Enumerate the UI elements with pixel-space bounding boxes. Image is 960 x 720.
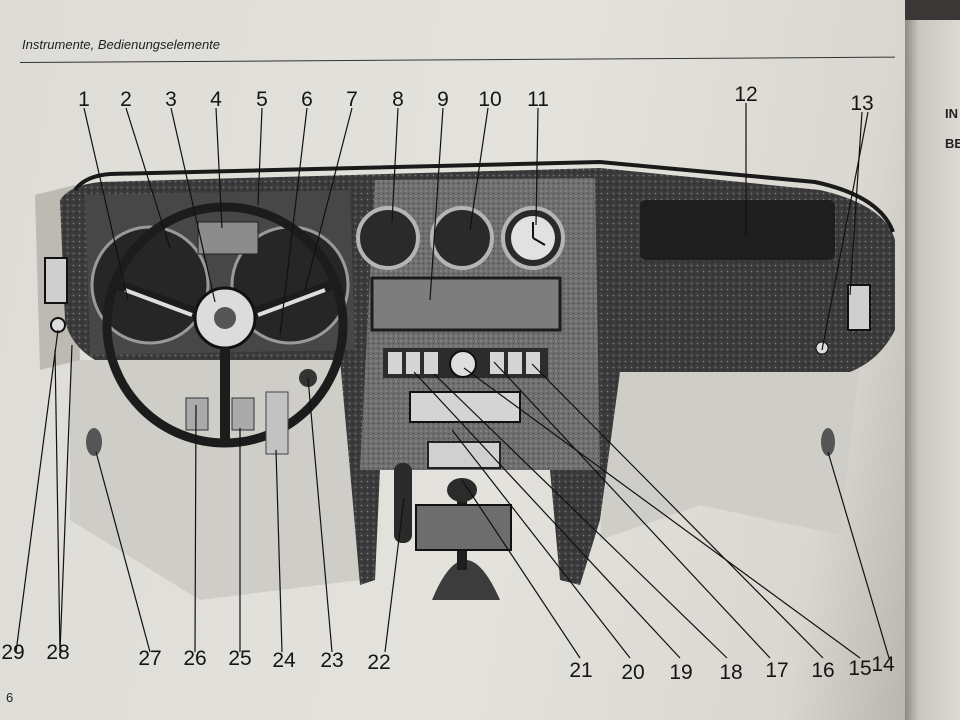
callout-24: 24 bbox=[272, 649, 296, 672]
steering-spokes bbox=[116, 280, 334, 440]
callout-23: 23 bbox=[320, 649, 343, 672]
callout-2: 2 bbox=[120, 88, 132, 111]
gauge-10 bbox=[430, 206, 494, 270]
warning-lights-panel bbox=[197, 221, 259, 255]
dashboard-top-edge bbox=[73, 159, 895, 233]
cigarette-lighter bbox=[449, 350, 477, 378]
callout-20: 20 bbox=[621, 661, 644, 684]
callout-numbers: 1 2 3 4 5 6 7 8 9 10 11 12 13 14 15 16 1… bbox=[1, 83, 895, 684]
hood-release-left bbox=[86, 428, 102, 456]
footwell-right bbox=[600, 360, 860, 540]
callout-13: 13 bbox=[850, 92, 873, 115]
callout-14: 14 bbox=[871, 653, 895, 676]
accelerator-pedal bbox=[265, 391, 289, 455]
callout-10: 10 bbox=[478, 88, 501, 111]
air-vent-left bbox=[44, 257, 68, 304]
leader-lines bbox=[15, 103, 890, 659]
speedometer-left bbox=[90, 225, 210, 345]
next-page-edge: IN BE bbox=[905, 20, 960, 720]
callout-22: 22 bbox=[367, 651, 390, 674]
gear-knob bbox=[447, 478, 477, 502]
callout-16: 16 bbox=[811, 659, 834, 682]
callout-25: 25 bbox=[228, 647, 251, 670]
callout-9: 9 bbox=[437, 88, 449, 111]
callout-27: 27 bbox=[138, 647, 161, 670]
next-page-heading-line1: IN bbox=[945, 106, 958, 121]
clutch-pedal bbox=[185, 397, 209, 431]
clock-hands bbox=[532, 222, 546, 246]
callout-5: 5 bbox=[256, 88, 268, 111]
callout-3: 3 bbox=[165, 88, 177, 111]
callout-19: 19 bbox=[669, 661, 692, 684]
hub-emblem bbox=[214, 307, 236, 329]
ashtray bbox=[415, 504, 512, 551]
callout-21: 21 bbox=[569, 659, 592, 682]
brake-pedal bbox=[231, 397, 255, 431]
callout-26: 26 bbox=[183, 647, 206, 670]
spoke-highlights bbox=[124, 288, 326, 317]
steering-wheel-rim bbox=[102, 202, 348, 448]
callout-7: 7 bbox=[346, 88, 358, 111]
callout-11: 11 bbox=[527, 88, 549, 111]
callout-28: 28 bbox=[46, 641, 69, 664]
callout-6: 6 bbox=[301, 88, 313, 111]
dashboard-diagram: 1 2 3 4 5 6 7 8 9 10 11 12 13 14 15 16 1… bbox=[1, 83, 895, 684]
air-vent-right bbox=[847, 284, 871, 331]
callout-17: 17 bbox=[765, 659, 788, 682]
page-number: 6 bbox=[6, 690, 14, 705]
callout-15: 15 bbox=[848, 657, 871, 680]
callout-1: 1 bbox=[78, 88, 90, 111]
gauge-8 bbox=[356, 206, 420, 270]
callout-12: 12 bbox=[734, 83, 757, 106]
callout-4: 4 bbox=[210, 88, 222, 111]
glovebox-opening bbox=[640, 200, 835, 260]
next-page-heading-line2: BE bbox=[945, 136, 960, 151]
radio-unit bbox=[409, 391, 521, 423]
left-knob bbox=[50, 317, 66, 333]
callout-8: 8 bbox=[392, 88, 404, 111]
callout-29: 29 bbox=[1, 641, 24, 664]
page-header-title: Instrumente, Bedienungselemente bbox=[22, 37, 221, 52]
center-storage-panel bbox=[370, 276, 562, 332]
shift-boot bbox=[432, 560, 500, 600]
callout-18: 18 bbox=[719, 661, 742, 684]
vent-knob-right bbox=[821, 428, 835, 456]
